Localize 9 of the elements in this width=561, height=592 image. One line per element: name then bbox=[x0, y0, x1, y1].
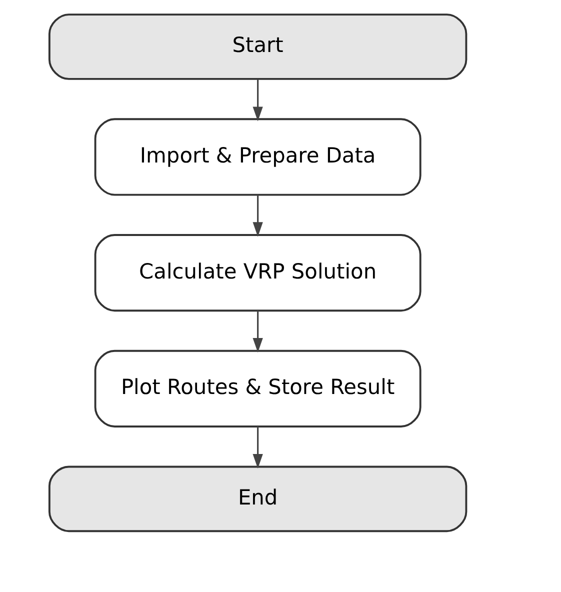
arrow bbox=[252, 426, 262, 469]
arrow bbox=[252, 310, 262, 353]
node-box: Plot Routes & Store Result bbox=[94, 350, 421, 428]
node-box: Import & Prepare Data bbox=[94, 118, 421, 196]
node-box: Calculate VRP Solution bbox=[94, 234, 421, 312]
node-box: Start bbox=[48, 14, 467, 80]
node-box: End bbox=[48, 466, 467, 532]
arrow bbox=[252, 79, 262, 122]
arrow bbox=[252, 194, 262, 237]
